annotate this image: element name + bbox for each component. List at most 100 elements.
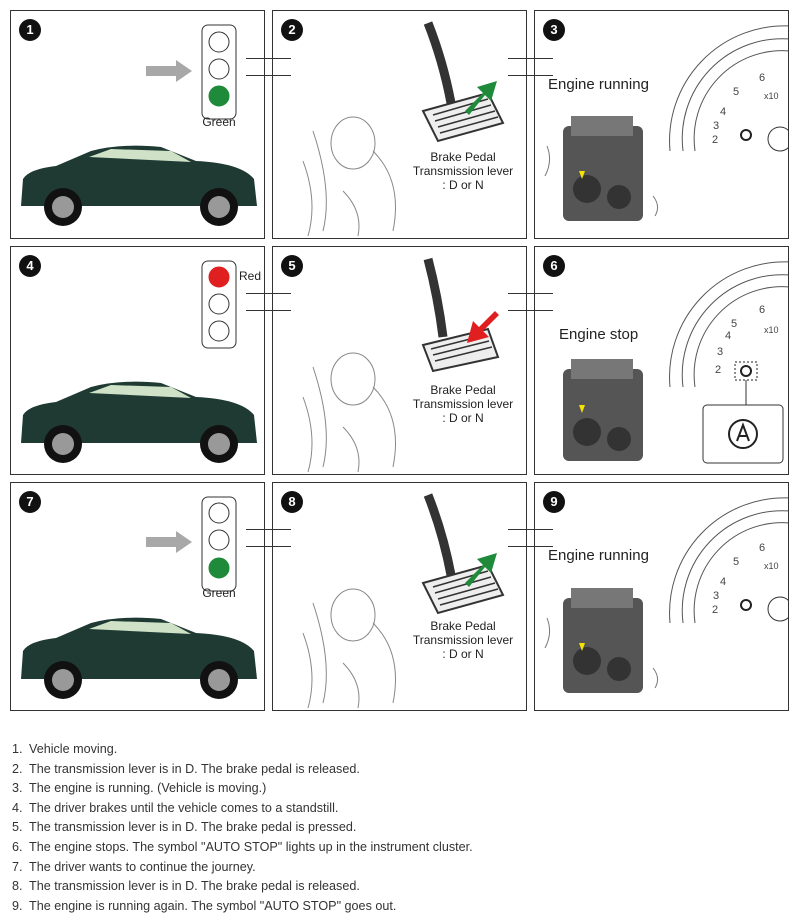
step-item-text: The engine stops. The symbol "AUTO STOP"… <box>29 839 473 854</box>
panel-connector <box>508 58 553 59</box>
svg-text:4: 4 <box>720 576 726 588</box>
svg-text:6: 6 <box>759 72 765 84</box>
panel-connector <box>246 75 291 76</box>
pedal-illustration <box>302 257 500 473</box>
auto-stop-icon <box>740 129 752 141</box>
panel-connector <box>246 529 291 530</box>
transmission-lever-value: : D or N <box>442 647 484 661</box>
brake-pedal-icon <box>421 563 505 615</box>
release-arrow-icon <box>465 81 497 115</box>
transmission-lever-label: Transmission lever <box>412 397 514 411</box>
step-item-number: 5. <box>12 820 23 835</box>
step-item-text: The transmission lever is in D. The brak… <box>29 761 360 776</box>
step-item: 1. Vehicle moving. <box>12 740 473 760</box>
tachometer-gauge <box>669 25 788 152</box>
step-number-badge: 6 <box>543 255 565 277</box>
tachometer-gauge <box>669 261 788 388</box>
pedal-illustration <box>302 21 505 237</box>
driver-sketch <box>302 588 396 709</box>
step-item-number: 8. <box>12 879 23 894</box>
auto-stop-icon <box>740 599 752 611</box>
panel-connector <box>246 546 291 547</box>
engine-status-label: Engine running <box>548 76 649 93</box>
gauge-multiplier-label: x10 <box>764 325 779 335</box>
step-item: 7. The driver wants to continue the journ… <box>12 858 473 878</box>
step-description-list: 1. Vehicle moving. 2. The transmission lev… <box>12 740 473 916</box>
step-item-number: 7. <box>12 859 23 874</box>
panel-connector <box>508 293 553 294</box>
step-item-text: The driver brakes until the vehicle come… <box>29 800 339 815</box>
svg-text:2: 2 <box>715 364 721 376</box>
panel-connector <box>508 75 553 76</box>
step-item-text: Vehicle moving. <box>29 742 118 756</box>
step-number-badge: 5 <box>281 255 303 277</box>
panel-6-engine: 6 Engine stop 6 5 4 3 2 x10 <box>534 246 789 475</box>
svg-text:3: 3 <box>713 590 719 602</box>
engine-icon <box>563 359 643 461</box>
car-icon <box>21 145 257 226</box>
step-number-badge: 9 <box>543 491 565 513</box>
step-number-badge: 2 <box>281 19 303 41</box>
release-arrow-icon <box>465 553 497 587</box>
car-icon <box>21 381 257 463</box>
brake-pedal-icon <box>421 91 505 143</box>
tachometer-gauge <box>669 497 788 624</box>
auto-stop-callout <box>702 404 784 464</box>
brake-pedal-label: Brake Pedal <box>430 619 496 633</box>
panel-connector <box>246 293 291 294</box>
panel-7-vehicle: 7 Green <box>10 482 265 711</box>
motion-arrow-icon <box>146 60 192 82</box>
transmission-lever-label: Transmission lever <box>412 633 514 647</box>
panel-5-pedal: 5 Brake Pedal Transmission lever : D or … <box>272 246 527 475</box>
step-number-badge: 7 <box>19 491 41 513</box>
step-item: 5. The transmission lever is in D. The br… <box>12 818 473 838</box>
car-icon <box>21 617 257 699</box>
svg-text:5: 5 <box>733 86 739 98</box>
auto-stop-large-icon <box>728 419 758 449</box>
svg-text:6: 6 <box>759 542 765 554</box>
pedal-illustration <box>302 493 505 709</box>
engine-gauge-illustration: 6 5 4 3 2 x10 <box>544 25 788 221</box>
transmission-lever-value: : D or N <box>442 411 484 425</box>
panel-2-pedal: 2 Brake Pedal Transmission lever : D or … <box>272 10 527 239</box>
step-item-number: 3. <box>12 781 23 796</box>
gauge-multiplier-label: x10 <box>764 91 779 101</box>
svg-text:5: 5 <box>733 556 739 568</box>
step-item-number: 6. <box>12 839 23 854</box>
panel-connector <box>508 310 553 311</box>
step-item-number: 9. <box>12 898 23 913</box>
gauge-multiplier-label: x10 <box>764 561 779 571</box>
motion-arrow-icon <box>146 531 192 553</box>
panel-3-engine: 3 Engine running 6 5 4 3 2 x10 <box>534 10 789 239</box>
step-number-badge: 4 <box>19 255 41 277</box>
engine-icon <box>544 116 659 221</box>
brake-pedal-label: Brake Pedal <box>430 150 496 164</box>
transmission-lever-value: : D or N <box>442 178 484 192</box>
svg-text:3: 3 <box>717 346 723 358</box>
svg-text:4: 4 <box>725 330 731 342</box>
panel-connector <box>246 310 291 311</box>
step-item: 3.The engine is running. (Vehicle is mov… <box>12 779 473 799</box>
panel-connector <box>508 529 553 530</box>
panel-4-vehicle: 4 Red <box>10 246 265 475</box>
step-item-text: The driver wants to continue the journey… <box>29 859 256 874</box>
light-color-label: Red <box>238 269 261 283</box>
step-number-badge: 8 <box>281 491 303 513</box>
step-item-text: The engine is running again. The symbol … <box>29 898 397 913</box>
svg-text:2: 2 <box>712 604 718 616</box>
step-item-number: 1. <box>12 742 23 756</box>
step-item-number: 4. <box>12 800 23 815</box>
svg-text:3: 3 <box>713 120 719 132</box>
engine-gauge-illustration: 6 5 4 3 2 x10 <box>544 497 788 693</box>
step-item: 9. The engine is running again. The symbo… <box>12 897 473 917</box>
step-item-text: The transmission lever is in D. The brak… <box>29 820 357 835</box>
engine-status-label: Engine running <box>548 547 649 564</box>
engine-gauge-illustration: 6 5 4 3 2 x10 <box>563 261 788 464</box>
panel-1-vehicle: 1 Green <box>10 10 265 239</box>
step-item-number: 2. <box>12 761 23 776</box>
engine-status-label: Engine stop <box>559 326 639 343</box>
svg-text:6: 6 <box>759 304 765 316</box>
panel-8-pedal: 8 Brake Pedal Transmission lever : D or … <box>272 482 527 711</box>
auto-stop-highlight <box>734 361 758 381</box>
vehicle-illustration <box>21 260 257 463</box>
